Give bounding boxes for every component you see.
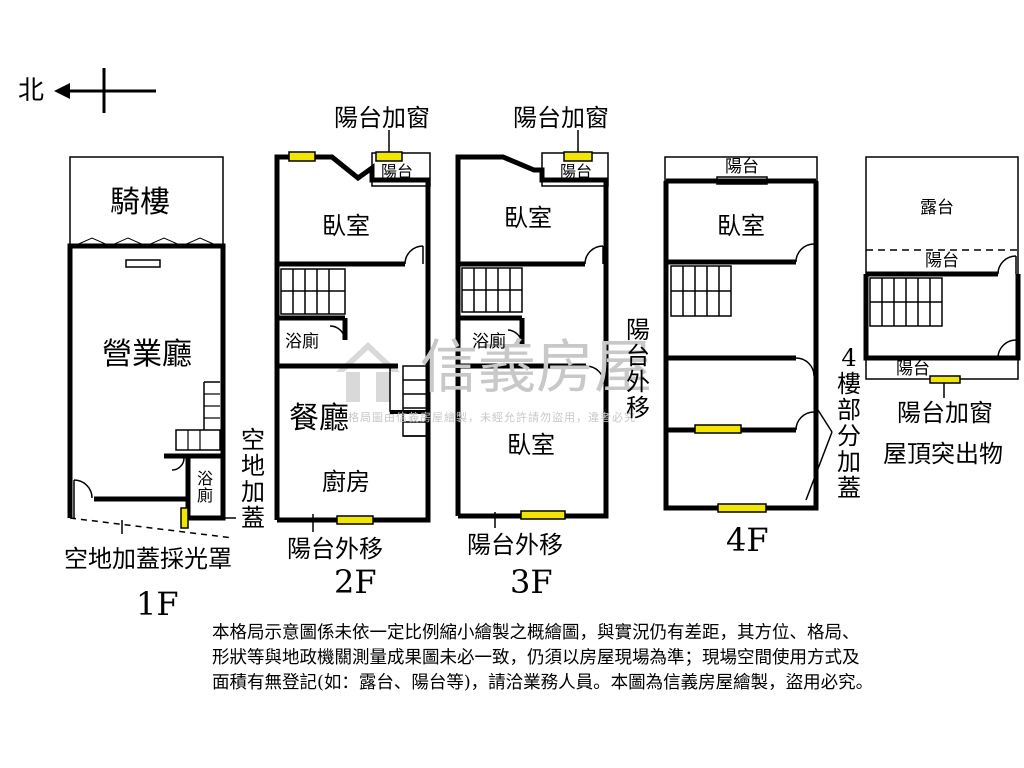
room-3f-bedroom-back: 臥室 [507, 431, 555, 459]
floor-label-2f: 2F [334, 563, 377, 601]
room-1f-bath-text: 浴廁 [196, 469, 213, 506]
label-2f-balcony-move: 陽台外移 [287, 535, 383, 563]
compass-north-label: 北 [18, 76, 45, 106]
floor-label-roof: 屋頂突出物 [883, 440, 1003, 468]
disclaimer-line-1: 本格局示意圖係未依一定比例縮小繪製之概繪圖，與實況仍有差距，其方位、格局、 [212, 623, 860, 643]
room-1f-bath: 浴廁 [192, 470, 218, 505]
floor-4f-plan [663, 156, 833, 513]
floor-2f-plan [274, 151, 431, 532]
disclaimer-line-3: 面積有無登記(如：露台、陽台等)，請洽業務人員。本圖為信義房屋繪製，盜用必究。 [212, 673, 874, 693]
room-2f-bedroom: 臥室 [322, 212, 370, 240]
room-2f-dining: 餐廳 [289, 401, 349, 436]
floor-label-3f: 3F [510, 563, 553, 601]
rooftop-plan [863, 156, 1021, 398]
watermark-brand: 信義房屋 [420, 333, 653, 401]
floor-3f-plan [455, 151, 609, 528]
label-3f-balcony-move: 陽台外移 [467, 531, 563, 559]
room-2f-balcony: 陽台 [381, 162, 414, 181]
watermark-notice: 格局圖由信義房屋繪製，未經允許請勿盜用，違者必究 [348, 411, 636, 424]
label-1f-addition: 空地加蓋 [241, 426, 265, 532]
room-2f-kitchen: 廚房 [322, 468, 370, 496]
label-roof-balcony-window: 陽台加窗 [897, 399, 993, 427]
room-4f-balcony: 陽台 [725, 157, 759, 177]
room-roof-balcony-bottom: 陽台 [896, 359, 930, 379]
room-4f-bedroom: 臥室 [717, 212, 765, 240]
room-business-hall: 營業廳 [102, 337, 192, 372]
room-roof-terrace: 露台 [920, 198, 954, 218]
label-3f-balcony-window: 陽台加窗 [513, 104, 609, 132]
room-3f-bedroom-front: 臥室 [504, 204, 552, 232]
floor-label-1f: 1F [136, 585, 179, 623]
label-skylight-addition: 空地加蓋採光罩 [64, 545, 232, 573]
room-roof-balcony-top: 陽台 [925, 251, 959, 271]
room-3f-balcony: 陽台 [560, 162, 593, 181]
disclaimer-note: 本格局示意圖係未依一定比例縮小繪製之概繪圖，與實況仍有差距，其方位、格局、 形狀… [212, 621, 1002, 696]
room-2f-bath: 浴廁 [285, 332, 319, 352]
label-3f-balcony-move-side: 陽台外移 [626, 316, 650, 422]
room-arcade: 騎樓 [110, 185, 170, 220]
room-3f-bath: 浴廁 [472, 332, 506, 352]
floor-label-4f: 4F [726, 521, 769, 559]
floor-1f-plan [67, 156, 236, 539]
north-arrow [54, 68, 156, 113]
label-4f-partial-addition: 4樓部分加蓋 [837, 344, 861, 502]
label-2f-balcony-window: 陽台加窗 [334, 104, 430, 132]
disclaimer-line-2: 形狀等與地政機關測量成果圖未必一致，仍須以房屋現場為準；現場空間使用方式及 [212, 648, 860, 668]
